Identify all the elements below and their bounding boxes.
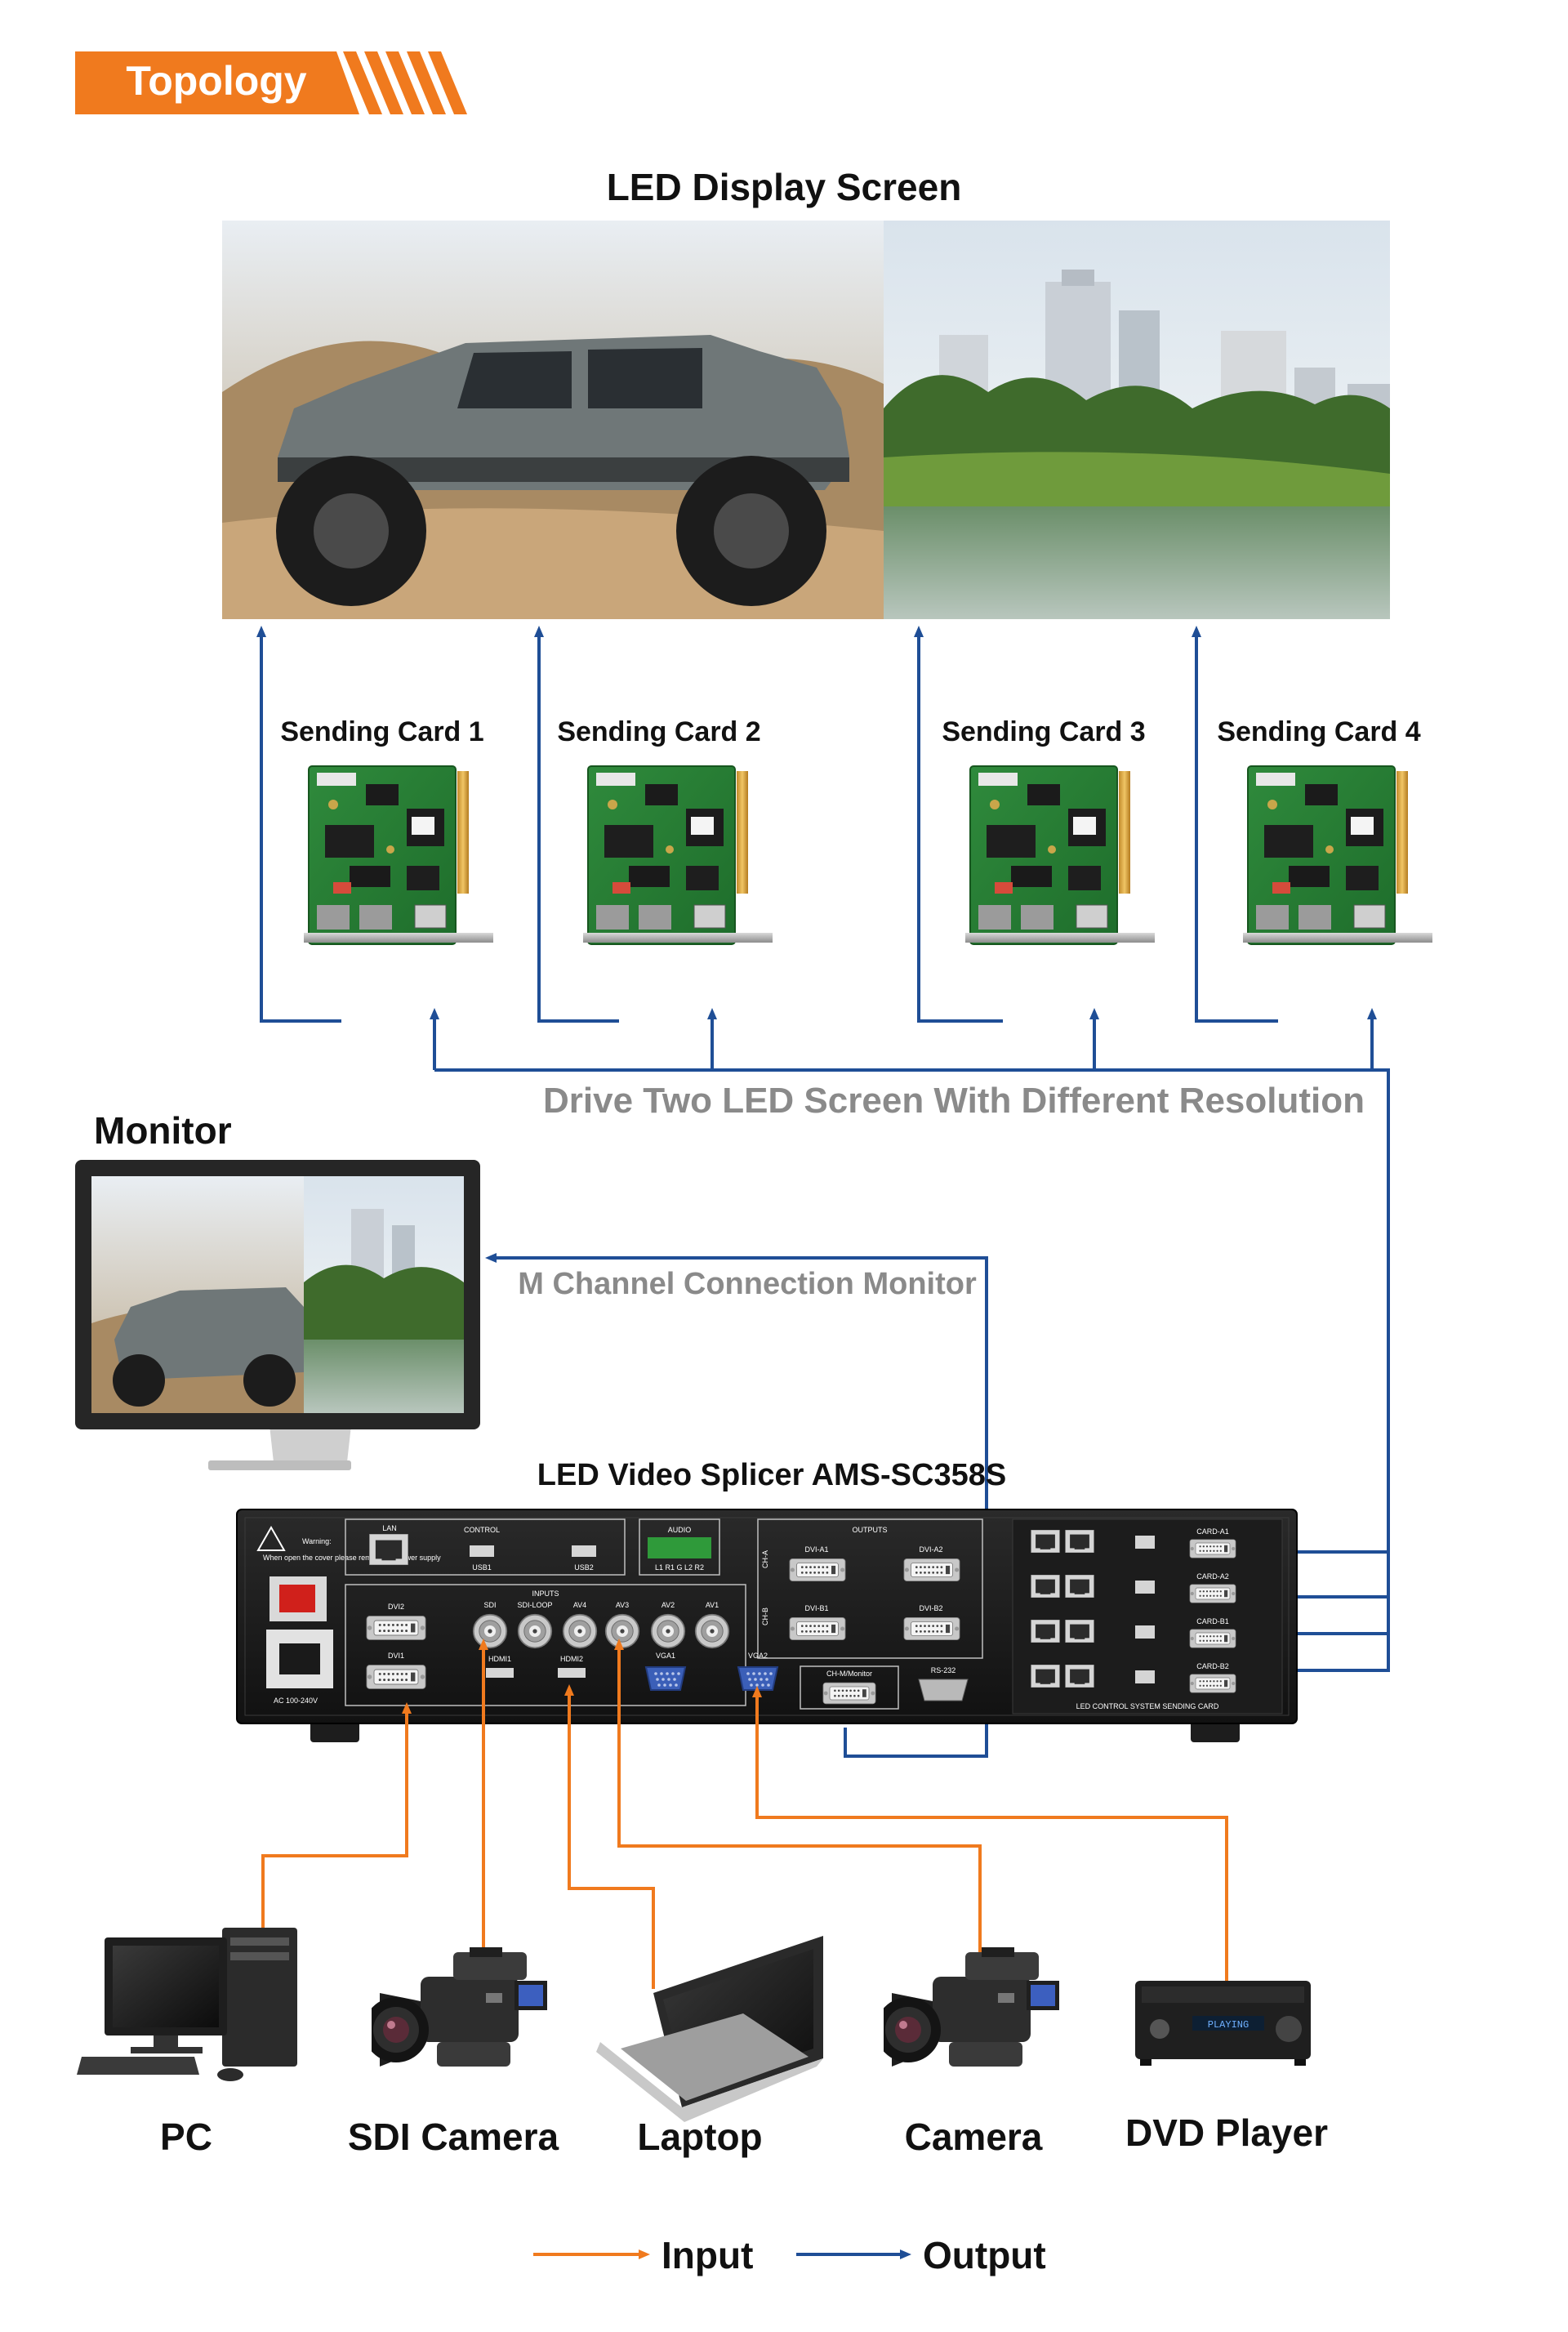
laptop-device: [596, 1936, 823, 2122]
card-b1-label: CARD-B1: [1196, 1617, 1229, 1625]
pc-label: PC: [160, 2116, 212, 2158]
sdi-label: SDI: [483, 1601, 496, 1609]
led-screen-left-image: [222, 221, 884, 619]
laptop-label: Laptop: [637, 2116, 762, 2158]
inputs-label: INPUTS: [532, 1590, 559, 1598]
av2-label: AV2: [662, 1601, 675, 1609]
av2-port[interactable]: [650, 1613, 686, 1649]
av4-port[interactable]: [562, 1613, 598, 1649]
rs232-label: RS-232: [931, 1666, 956, 1674]
sending-card-4-label: Sending Card 4: [1217, 716, 1420, 747]
pc-device: [77, 1928, 297, 2081]
dvd-display-text: PLAYING: [1208, 2019, 1249, 2031]
output-lines-cards: [256, 626, 1390, 1758]
input-lines: [261, 1639, 1228, 1989]
card-a2-label: CARD-A2: [1196, 1572, 1229, 1581]
card-slot-b1: CARD-B1: [1031, 1617, 1236, 1648]
dvd-player-device: PLAYING: [1135, 1981, 1311, 2066]
dvi2-label: DVI2: [388, 1603, 404, 1611]
camera-label: Camera: [905, 2116, 1043, 2158]
ch-m-label: CH-M/Monitor: [826, 1670, 872, 1678]
av1-label: AV1: [706, 1601, 719, 1609]
lan-port[interactable]: [369, 1534, 408, 1565]
usb2-port[interactable]: [572, 1545, 596, 1557]
sending-card-2: Sending Card 2: [557, 716, 773, 945]
sdi-camera-device: [372, 1947, 547, 2067]
warning-text: When open the cover please remove the po…: [263, 1554, 441, 1562]
card-footer-label: LED CONTROL SYSTEM SENDING CARD: [1076, 1702, 1219, 1710]
sending-card-1: Sending Card 1: [280, 716, 494, 945]
topology-tag: Topology: [75, 51, 467, 114]
sending-card-3: Sending Card 3: [942, 716, 1156, 945]
hdmi1-label: HDMI1: [488, 1655, 511, 1663]
vga1-label: VGA1: [656, 1652, 675, 1660]
sdi-camera-label: SDI Camera: [348, 2116, 559, 2158]
av3-port[interactable]: [604, 1613, 640, 1649]
sending-card-1-label: Sending Card 1: [280, 716, 483, 747]
card-b2-label: CARD-B2: [1196, 1662, 1229, 1670]
dvi1-port[interactable]: [366, 1665, 426, 1689]
hdmi2-label: HDMI2: [560, 1655, 583, 1663]
legend: Input Output: [533, 2234, 1046, 2276]
dvi-a1-port[interactable]: [789, 1558, 846, 1582]
warning-title: Warning:: [302, 1537, 332, 1545]
monitor-label: Monitor: [94, 1109, 232, 1152]
control-label: CONTROL: [464, 1526, 500, 1534]
lan-label: LAN: [382, 1524, 397, 1532]
dvi-a2-port[interactable]: [903, 1558, 960, 1582]
audio-label: AUDIO: [668, 1526, 692, 1534]
splicer-title: LED Video Splicer AMS-SC358S: [537, 1458, 1006, 1492]
power-switch[interactable]: [279, 1585, 315, 1612]
usb1-port[interactable]: [470, 1545, 494, 1557]
hdmi1-port[interactable]: [486, 1668, 514, 1678]
vga2-port[interactable]: [737, 1666, 778, 1691]
legend-input-label: Input: [662, 2234, 753, 2276]
card-slot-b2: CARD-B2: [1031, 1662, 1236, 1693]
dvi-b1-label: DVI-B1: [804, 1604, 828, 1612]
sdi-loop-port[interactable]: [517, 1613, 553, 1649]
outputs-label: OUTPUTS: [852, 1526, 887, 1534]
led-screen-title: LED Display Screen: [607, 166, 962, 208]
dvi2-port[interactable]: [366, 1616, 426, 1640]
drive-two-note: Drive Two LED Screen With Different Reso…: [543, 1081, 1365, 1121]
sending-card-2-label: Sending Card 2: [557, 716, 760, 747]
sdi-port[interactable]: [472, 1613, 508, 1649]
dvi1-label: DVI1: [388, 1652, 404, 1660]
dvi-a1-label: DVI-A1: [804, 1545, 828, 1554]
card-slot-a1: CARD-A1: [1031, 1527, 1236, 1558]
av1-port[interactable]: [694, 1613, 730, 1649]
dvi-b2-port[interactable]: [903, 1616, 960, 1641]
ch-b-label: CH-B: [761, 1607, 769, 1625]
splicer-device: Warning: When open the cover please remo…: [236, 1509, 1298, 1742]
sdi-loop-label: SDI-LOOP: [517, 1601, 552, 1609]
led-screen-right-image: [884, 221, 1390, 619]
audio-pins-label: L1 R1 G L2 R2: [655, 1563, 704, 1572]
power-rating: AC 100-240V: [274, 1697, 318, 1705]
camera-device: [884, 1947, 1059, 2067]
legend-output-label: Output: [923, 2234, 1046, 2276]
monitor-connection-note: M Channel Connection Monitor: [518, 1267, 977, 1301]
ch-m-port[interactable]: [822, 1682, 876, 1705]
sending-card-3-label: Sending Card 3: [942, 716, 1145, 747]
card-slot-a2: CARD-A2: [1031, 1572, 1236, 1603]
hdmi2-port[interactable]: [558, 1668, 586, 1678]
usb2-label: USB2: [574, 1563, 594, 1572]
av4-label: AV4: [573, 1601, 586, 1609]
dvi-b2-label: DVI-B2: [919, 1604, 942, 1612]
usb1-label: USB1: [472, 1563, 492, 1572]
sending-card-4: Sending Card 4: [1217, 716, 1433, 945]
monitor-device: [75, 1160, 480, 1470]
dvd-player-label: DVD Player: [1125, 2111, 1328, 2154]
vga1-port[interactable]: [645, 1666, 686, 1691]
topology-tag-label: Topology: [126, 58, 306, 104]
dvi-b1-port[interactable]: [789, 1616, 846, 1641]
ch-a-label: CH-A: [761, 1550, 769, 1568]
audio-terminal[interactable]: [648, 1537, 711, 1558]
av3-label: AV3: [616, 1601, 629, 1609]
vga2-label: VGA2: [748, 1652, 768, 1660]
dvi-a2-label: DVI-A2: [919, 1545, 942, 1554]
card-a1-label: CARD-A1: [1196, 1527, 1229, 1536]
rs232-port[interactable]: [918, 1679, 969, 1701]
